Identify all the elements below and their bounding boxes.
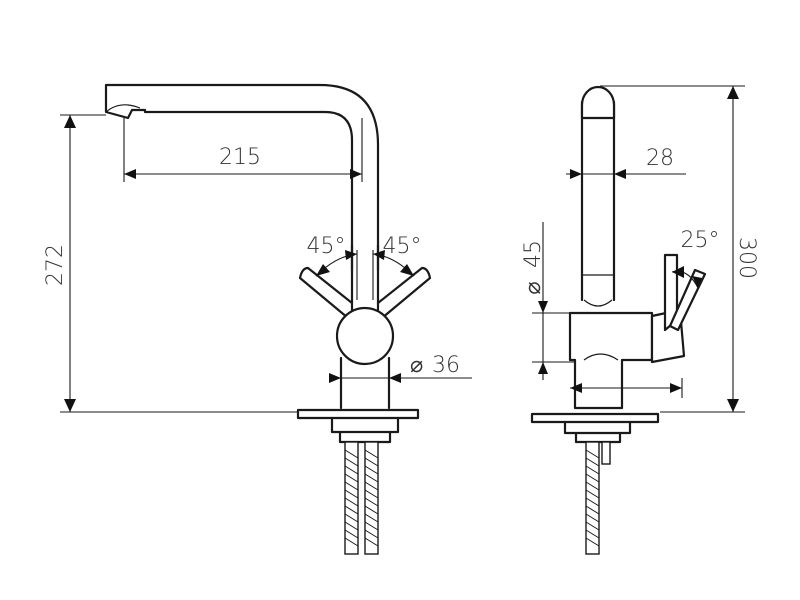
front-dim-diameter: ⌀ 36 <box>329 353 472 383</box>
side-hoses <box>585 441 611 555</box>
front-neck <box>350 243 380 312</box>
dim-label-28: 28 <box>646 146 674 171</box>
dim-label-36: 36 <box>432 353 460 378</box>
front-dim-angles: 45° 45° <box>307 234 422 300</box>
front-spout-tip <box>105 104 141 113</box>
side-dim-base: ⌀ 45 <box>521 222 575 380</box>
front-mount <box>330 416 400 444</box>
front-hoses <box>344 441 379 555</box>
side-mount <box>563 420 632 444</box>
front-base-plate <box>296 408 420 420</box>
dim-symbol-diameter-front: ⌀ <box>410 353 423 378</box>
side-dim-height: 300 <box>600 85 759 413</box>
side-pipe-top <box>580 85 616 120</box>
front-spout <box>104 83 380 272</box>
dim-label-215: 215 <box>219 145 261 170</box>
side-dim-pipe: 28 <box>566 146 686 179</box>
side-base-plate <box>530 412 660 424</box>
side-body-curve <box>583 353 619 361</box>
front-lever-right <box>376 266 432 320</box>
side-view: 28 ⌀ 45 25° 300 <box>521 85 759 555</box>
side-pipe <box>580 100 616 302</box>
front-lower-body <box>339 356 391 410</box>
dim-symbol-diameter-side: ⌀ <box>521 281 546 294</box>
dim-label-25: 25° <box>681 228 720 253</box>
front-dim-reach: 215 <box>123 118 363 182</box>
dim-label-angle-right: 45° <box>383 234 422 259</box>
side-dim-depth <box>570 378 683 398</box>
side-body-block <box>568 311 654 410</box>
front-lever-left <box>298 266 354 320</box>
front-view: 215 272 45° 45° ⌀ 36 <box>43 83 472 555</box>
front-body-ball <box>335 306 395 366</box>
side-pipe-joint <box>582 274 614 307</box>
dim-label-272: 272 <box>43 244 68 286</box>
front-dim-height: 272 <box>43 114 298 413</box>
dim-label-45: 45 <box>521 240 546 268</box>
dim-label-angle-left: 45° <box>307 234 346 259</box>
side-dim-angle: 25° <box>671 228 720 289</box>
dim-label-300: 300 <box>734 237 759 279</box>
